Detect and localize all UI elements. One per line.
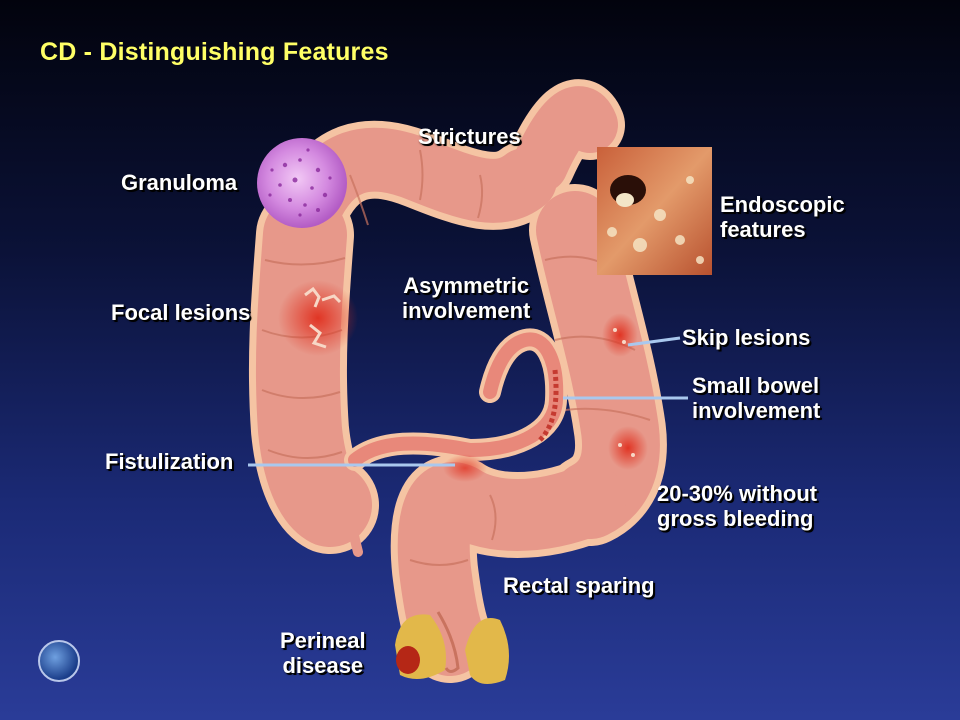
label-perineal-line1: Perineal [280,628,366,653]
label-rectal-sparing: Rectal sparing [503,573,655,598]
label-asymmetric-line2: involvement [402,298,531,323]
granuloma-micrograph [257,138,347,228]
appendix [340,490,363,557]
skip-lesions-leader [627,336,681,347]
label-perineal-line2: disease [282,653,364,678]
perineal-region [395,611,509,684]
label-small-bowel-line2: involvement [692,398,821,423]
skip-lesion-2 [608,426,648,470]
label-skip-lesions: Skip lesions [682,325,811,350]
fistula-inflammation [443,454,487,482]
label-bleeding: 20-30% without gross bleeding [657,481,817,531]
label-focal-lesions: Focal lesions [111,300,251,325]
label-asymmetric-involvement: Asymmetric involvement [402,273,530,323]
label-perineal-disease: Perineal disease [280,628,366,678]
focal-lesion-ulcers [304,286,342,349]
label-endoscopic-line1: Endoscopic [720,192,845,217]
leader-lines [248,336,688,467]
label-endoscopic-features: Endoscopic features [720,192,845,242]
label-fistulization: Fistulization [105,449,234,474]
colon-body [255,86,660,676]
label-small-bowel-involvement: Small bowel involvement [692,373,820,423]
skip-lesion-1 [602,313,638,357]
endoscopic-image [597,147,712,275]
label-bleeding-line1: 20-30% without [657,481,818,506]
society-seal-icon [38,640,80,682]
label-endoscopic-line2: features [720,217,806,242]
label-asymmetric-line1: Asymmetric [403,273,530,298]
label-small-bowel-line1: Small bowel [692,373,820,398]
slide-title: CD - Distinguishing Features [40,38,389,66]
label-bleeding-line2: gross bleeding [657,506,814,531]
label-granuloma: Granuloma [121,170,238,195]
label-strictures: Strictures [418,124,521,149]
